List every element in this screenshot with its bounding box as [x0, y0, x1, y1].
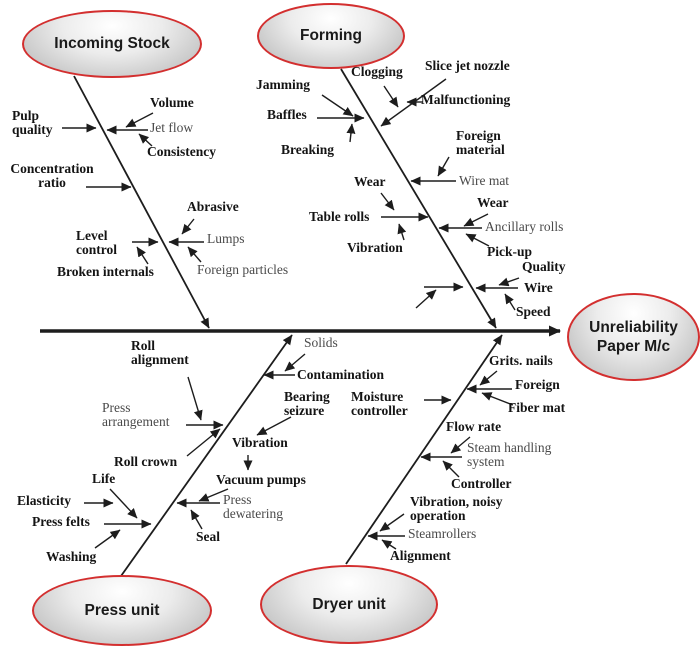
cause-foreign-material: Foreign material [456, 128, 505, 158]
arrow-quality [498, 277, 520, 287]
cause-alignment: Alignment [390, 548, 451, 563]
arrow-flow-rate [450, 436, 471, 454]
cause-vibration-noisy: Vibration, noisy operation [410, 494, 503, 524]
arrow-vacuum-pumps [198, 488, 229, 502]
cause-vacuum-pumps: Vacuum pumps [216, 472, 306, 487]
category-label-press-unit: Press unit [84, 601, 160, 619]
cause-seal: Seal [196, 529, 221, 544]
cause-roll-crown: Roll crown [114, 454, 178, 469]
arrow-solids [284, 353, 306, 372]
arrow-wear-right [463, 213, 489, 227]
arrow-seal [190, 509, 203, 530]
cause-life: Life [92, 471, 116, 486]
arrow-grits-nails [479, 370, 498, 386]
cause-quality: Quality [522, 259, 566, 274]
arrow-bearing-seizure [256, 416, 292, 436]
arrow-washing [94, 529, 121, 549]
category-node-forming: Forming [257, 3, 405, 69]
category-label-dryer-unit: Dryer unit [312, 595, 386, 613]
cause-bearing-seizure: Bearing seizure [284, 389, 330, 419]
cause-contamination: Contamination [297, 367, 385, 382]
cause-speed: Speed [516, 304, 551, 319]
cause-foreign: Foreign [515, 377, 560, 392]
cause-breaking: Breaking [281, 142, 335, 157]
cause-press-felts: Press felts [32, 514, 90, 529]
cause-moisture-controller: Moisture controller [351, 389, 408, 419]
cause-pulp-quality: Pulp quality [12, 108, 53, 138]
arrow-alignment [381, 539, 397, 550]
arrow-foreign-material [437, 156, 450, 177]
cause-steamrollers: Steamrollers [408, 526, 477, 541]
cause-consistency: Consistency [147, 144, 217, 159]
cause-flow-rate: Flow rate [446, 419, 502, 434]
arrow-controller [442, 460, 460, 478]
bone-dryer-unit [345, 334, 503, 565]
cause-wear-right: Wear [477, 195, 509, 210]
cause-ancillary-rolls: Ancillary rolls [485, 219, 564, 234]
arrow-volume [125, 112, 154, 128]
arrow-consistency [138, 133, 153, 147]
cause-abrasive: Abrasive [187, 199, 239, 214]
bone-forming [340, 68, 497, 329]
cause-baffles: Baffles [267, 107, 307, 122]
arrow-vibration-forming [397, 223, 407, 241]
cause-controller: Controller [451, 476, 512, 491]
arrow-pick-up [465, 233, 490, 247]
arrow-breaking [346, 123, 356, 143]
cause-steam-handling-system: Steam handling system [467, 440, 552, 470]
cause-foreign-particles: Foreign particles [197, 262, 289, 277]
cause-roll-alignment: Roll alignment [131, 338, 189, 368]
cause-jamming: Jamming [256, 77, 310, 92]
arrow-life [109, 488, 138, 519]
category-label-incoming-stock: Incoming Stock [54, 35, 170, 52]
cause-wire-mat: Wire mat [459, 173, 510, 188]
arrow-roll-alignment [187, 376, 203, 421]
cause-malfunctioning: Malfunctioning [421, 92, 511, 107]
cause-clogging: Clogging [351, 64, 403, 79]
arrow-roll-crown [186, 428, 221, 457]
cause-jet-flow: Jet flow [150, 120, 194, 135]
cause-wear-left: Wear [354, 174, 386, 189]
cause-vibration-forming: Vibration [347, 240, 403, 255]
arrow-jamming [321, 94, 354, 117]
cause-level-control: Level control [76, 228, 117, 258]
cause-concentration-ratio: Concentration ratio [10, 161, 94, 191]
cause-broken-internals: Broken internals [57, 264, 154, 279]
arrow-wear-left [380, 192, 395, 211]
arrow-vibration-noisy [379, 513, 405, 532]
arrow-unlabeled-d [415, 289, 437, 309]
bone-incoming-stock [73, 75, 210, 329]
cause-press-dewatering: Press dewatering [223, 492, 283, 522]
cause-pick-up: Pick-up [487, 244, 533, 259]
cause-elasticity: Elasticity [17, 493, 71, 508]
effect-label-line2: Paper M/c [596, 338, 671, 355]
category-label-forming: Forming [300, 27, 362, 44]
cause-lumps: Lumps [207, 231, 245, 246]
cause-table-rolls: Table rolls [309, 209, 370, 224]
cause-slice-jet-nozzle: Slice jet nozzle [425, 58, 510, 73]
effect-label-line1: Unreliability [589, 318, 678, 336]
category-node-press-unit: Press unit [32, 575, 212, 646]
category-node-dryer-unit: Dryer unit [260, 565, 438, 644]
cause-volume: Volume [150, 95, 194, 110]
cause-solids: Solids [304, 335, 338, 350]
cause-grits-nails: Grits. nails [489, 353, 553, 368]
cause-washing: Washing [46, 549, 97, 564]
effect-node: Unreliability Paper M/c [567, 293, 700, 381]
cause-wire: Wire [524, 280, 553, 295]
arrow-foreign-particles [187, 246, 202, 263]
cause-vibration-press: Vibration [232, 435, 288, 450]
cause-fiber-mat: Fiber mat [508, 400, 566, 415]
arrow-fiber-mat [481, 392, 514, 406]
arrow-broken-internals [136, 246, 149, 265]
arrow-speed [504, 293, 516, 311]
arrow-abrasive [181, 218, 195, 235]
arrow-clogging [383, 85, 399, 108]
category-node-incoming-stock: Incoming Stock [22, 10, 202, 78]
cause-press-arrangement: Press arrangement [102, 400, 170, 430]
